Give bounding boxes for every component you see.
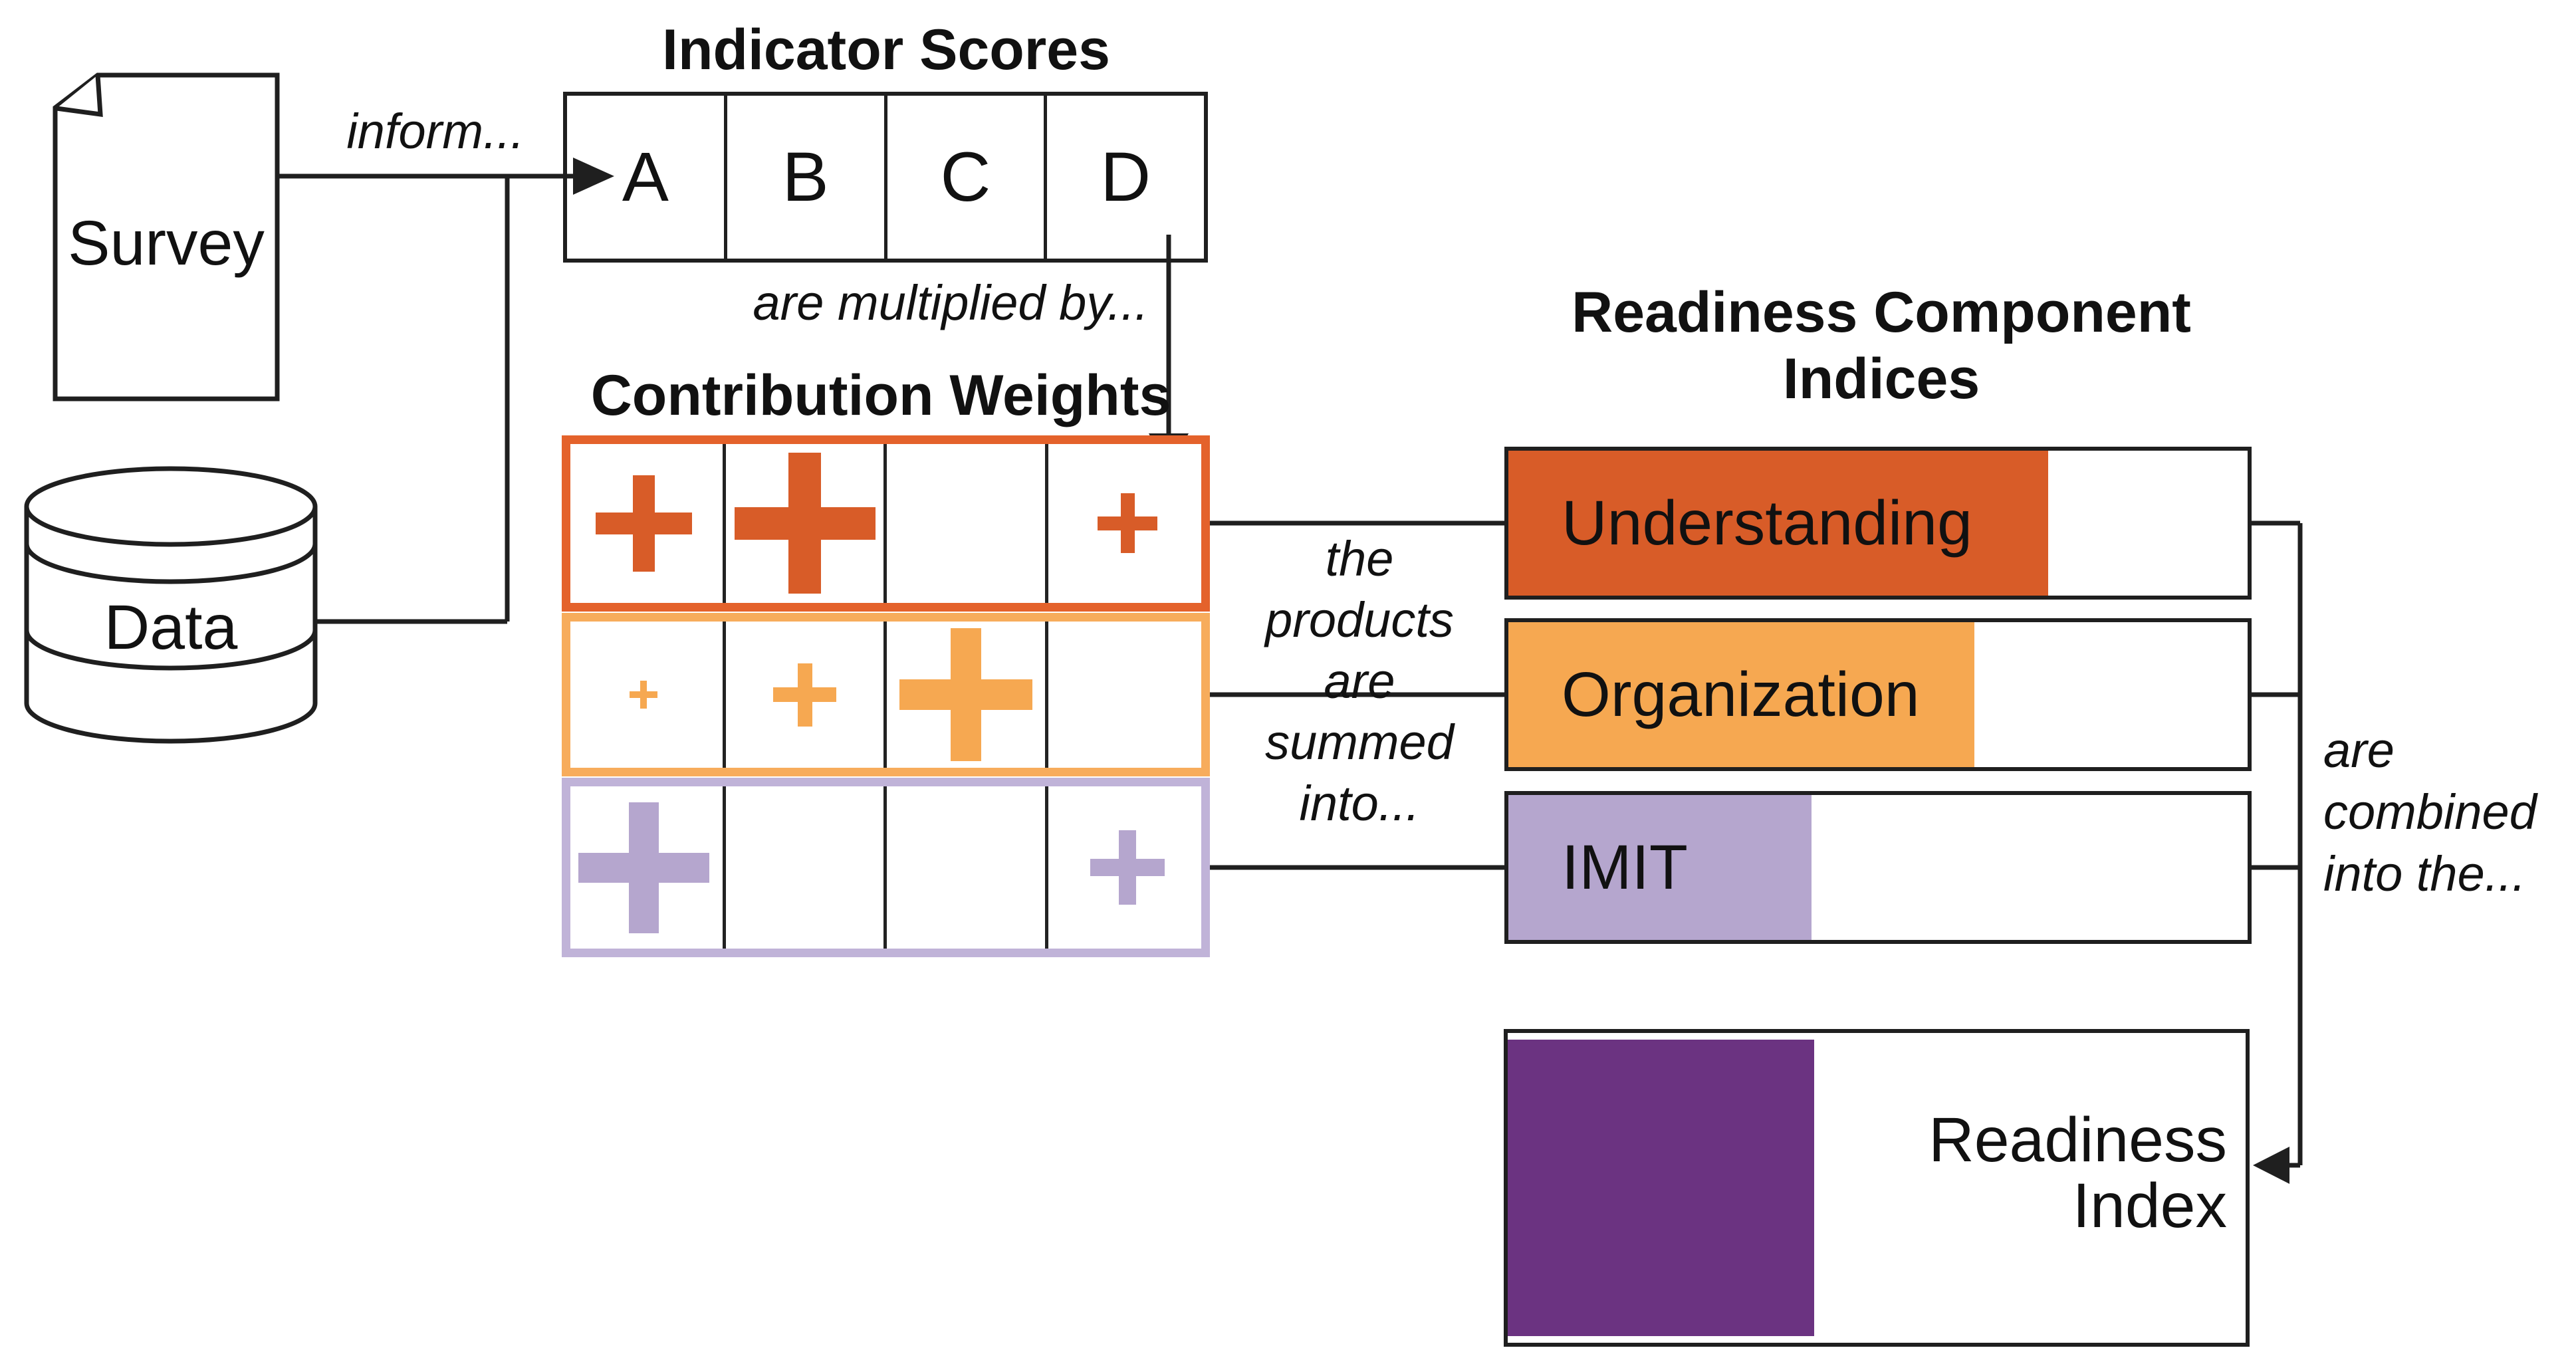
database-label: Data	[104, 592, 238, 663]
readiness-index-box: Readiness Index	[1504, 1029, 2250, 1347]
component-title-line1: Readiness Component	[1572, 281, 2191, 344]
weight-plus-icon	[899, 628, 1032, 761]
weights-column-divider	[883, 622, 887, 768]
summed-line: summed	[1265, 715, 1454, 770]
weights-column-divider	[1044, 622, 1048, 768]
weight-plus-icon	[578, 802, 709, 933]
contribution-weights-grid	[562, 435, 1210, 957]
weight-plus-icon	[773, 663, 836, 727]
bar-organization-label: Organization	[1562, 659, 1920, 730]
indicator-cell-c: C	[883, 96, 1044, 259]
readiness-index-fill	[1508, 1040, 1814, 1336]
combined-line: into the...	[2323, 846, 2526, 901]
indicator-cell-a: A	[622, 138, 669, 216]
combined-line: combined	[2323, 784, 2537, 840]
indicator-cell-b: B	[723, 96, 884, 259]
weight-plus-icon	[1090, 830, 1165, 905]
indicator-scores-title: Indicator Scores	[662, 18, 1110, 82]
database-icon-top	[24, 466, 318, 547]
database-band-1	[24, 543, 318, 584]
bar-imit-label: IMIT	[1562, 832, 1688, 903]
combined-line: are	[2323, 723, 2395, 778]
survey-label: Survey	[68, 208, 265, 279]
summed-line: products	[1265, 592, 1454, 647]
weights-column-divider	[722, 786, 726, 949]
multiplied-annotation: are multiplied by...	[753, 275, 1149, 330]
bar-imit: IMIT	[1504, 791, 2252, 944]
bar-organization: Organization	[1504, 618, 2252, 771]
summed-line: the	[1325, 531, 1394, 586]
summed-line: are	[1324, 653, 1395, 709]
component-indices-title: Readiness Component Indices	[1509, 279, 2254, 412]
weights-column-divider	[1044, 786, 1048, 949]
weight-plus-icon	[630, 681, 657, 709]
bar-understanding: Understanding	[1504, 447, 2252, 600]
weight-plus-icon	[1098, 493, 1157, 553]
contribution-weights-title: Contribution Weights	[590, 364, 1171, 427]
inform-annotation: inform...	[346, 104, 525, 159]
weight-plus-icon	[734, 453, 876, 594]
weights-column-divider	[883, 444, 887, 603]
bar-understanding-label: Understanding	[1562, 487, 1972, 558]
survey-doc-fold	[56, 74, 103, 118]
summed-annotation: the products are summed into...	[1217, 528, 1502, 834]
database-icon-bottom	[24, 703, 318, 744]
bar-organization-fill	[1508, 622, 1974, 767]
indicator-cell-d: D	[1044, 96, 1204, 259]
weights-column-divider	[722, 444, 726, 603]
summed-line: into...	[1299, 776, 1420, 831]
weight-plus-icon	[595, 475, 692, 572]
weights-column-divider	[883, 786, 887, 949]
combined-annotation: are combined into the...	[2323, 719, 2576, 905]
readiness-index-label: Readiness Index	[1722, 1107, 2227, 1239]
readiness-label-line2: Index	[2072, 1171, 2227, 1241]
bar-imit-fill	[1508, 795, 1812, 940]
component-title-line2: Indices	[1782, 347, 1980, 411]
readiness-label-line1: Readiness	[1929, 1105, 2227, 1175]
indicator-scores-table: A B C D	[563, 92, 1208, 263]
weights-column-divider	[1044, 444, 1048, 603]
weights-column-divider	[722, 622, 726, 768]
readiness-arrowhead	[2253, 1147, 2289, 1184]
bar-understanding-fill	[1508, 451, 2048, 596]
